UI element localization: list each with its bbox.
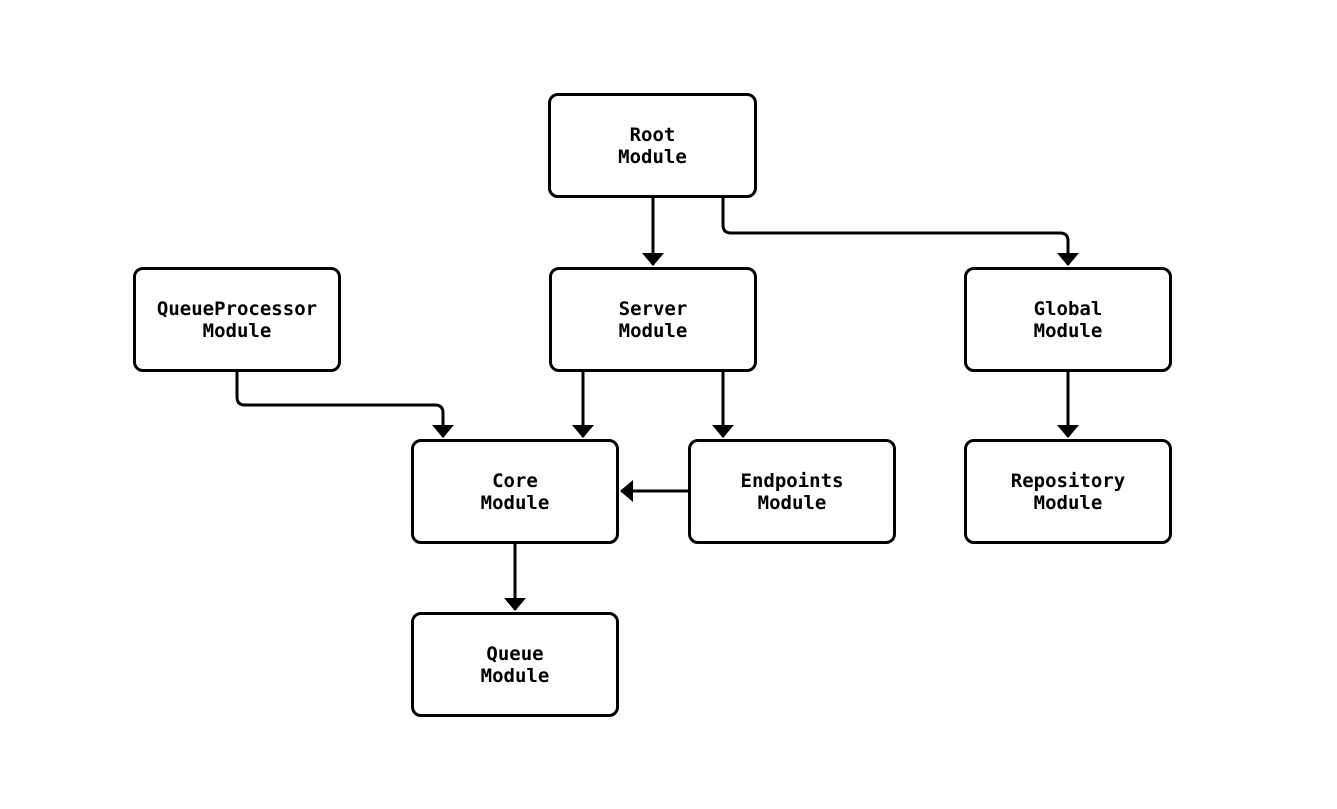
node-root-module-label: Root Module [618,123,687,168]
node-queue-module-label: Queue Module [480,642,550,687]
edge-root-to-global [721,198,1079,266]
edge-queueprocessor-to-core [235,372,454,438]
node-core-module-label: Core Module [480,469,550,514]
node-server-module-label: Server Module [618,297,688,342]
node-server-module: Server Module [549,267,757,372]
node-repository-module: Repository Module [964,439,1172,544]
node-repository-module-label: Repository Module [1010,469,1126,514]
node-global-module: Global Module [964,267,1172,372]
node-global-module-label: Global Module [1033,297,1103,342]
node-root-module: Root Module [548,93,757,198]
node-core-module: Core Module [411,439,619,544]
node-queueprocessor-module: QueueProcessor Module [133,267,341,372]
node-queueprocessor-module-label: QueueProcessor Module [156,297,318,342]
node-endpoints-module-label: Endpoints Module [740,469,844,514]
node-queue-module: Queue Module [411,612,619,717]
node-endpoints-module: Endpoints Module [688,439,896,544]
